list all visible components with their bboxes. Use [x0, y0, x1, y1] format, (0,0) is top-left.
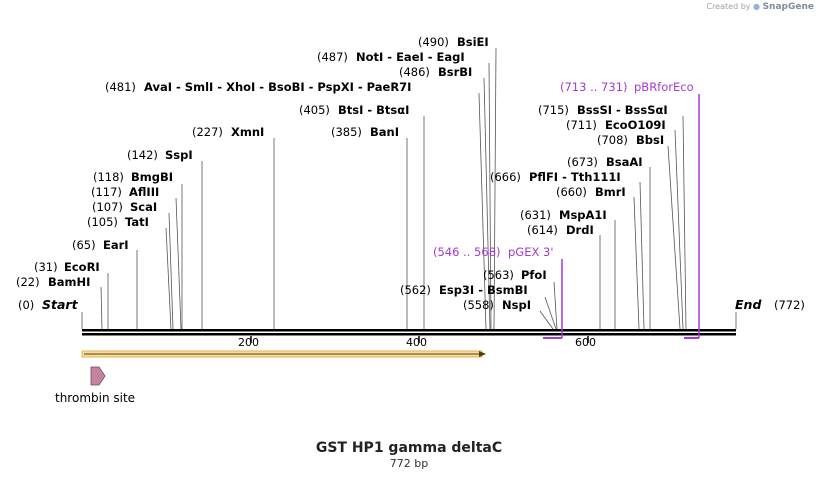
sequence-backbone — [82, 329, 736, 336]
site-line-avai — [478, 92, 487, 330]
enzyme-name-afliii[interactable]: AflIII — [129, 185, 159, 199]
enzyme-pos: (711) — [566, 118, 597, 132]
enzyme-pos: (22) — [16, 275, 40, 289]
enzyme-pos-end: (772) — [774, 298, 805, 312]
enzyme-name-bsiei[interactable]: BsiEI — [457, 35, 489, 49]
enzyme-name-noti[interactable]: NotI - EaeI - EagI — [356, 50, 465, 64]
enzyme-pos: (142) — [127, 148, 158, 162]
site-line-tati — [165, 227, 172, 330]
enzyme-pos-start: (0) — [18, 298, 34, 312]
site-line-ecoo109i — [674, 129, 684, 330]
enzyme-site-lines — [81, 47, 687, 330]
site-line-esp3i — [544, 296, 557, 330]
plasmid-name: GST HP1 gamma deltaC — [315, 440, 503, 456]
enzyme-pos: (117) — [91, 185, 122, 199]
enzyme-pos: (405) — [299, 103, 330, 117]
site-line-scai — [168, 212, 174, 330]
enzyme-name-bsaai[interactable]: BsaAI — [606, 155, 643, 169]
enzyme-name-pfoi[interactable]: PfoI — [521, 268, 547, 282]
site-line-bsrbi — [483, 77, 491, 330]
ruler-label-200: 200 — [238, 336, 259, 349]
enzyme-name-bsssi[interactable]: BssSI - BssSαI — [577, 103, 668, 117]
enzyme-name-ecori[interactable]: EcoRI — [64, 260, 100, 274]
enzyme-name-bmri[interactable]: BmrI — [595, 185, 626, 199]
feature-arrow-icon — [90, 366, 106, 386]
credit-brand: SnapGene — [762, 2, 814, 12]
enzyme-pos: (614) — [527, 223, 558, 237]
enzyme-name-pflfi[interactable]: PflFI - Tth111I — [529, 170, 621, 184]
enzyme-pos: (65) — [72, 238, 96, 252]
site-line-bamhi — [100, 286, 103, 330]
site-line-bsiei — [493, 47, 497, 330]
enzyme-pos: (562) — [400, 283, 431, 297]
enzyme-name-nspi[interactable]: NspI — [502, 298, 531, 312]
feature-thrombin-site[interactable] — [90, 366, 106, 386]
enzyme-name-eari[interactable]: EarI — [103, 238, 129, 252]
orf-arrow[interactable] — [81, 350, 486, 358]
enzyme-pos: (708) — [597, 133, 628, 147]
feature-label-thrombin-site[interactable]: thrombin site — [55, 391, 135, 405]
enzyme-name-xmni[interactable]: XmnI — [231, 125, 264, 139]
enzyme-name-ecoo109i[interactable]: EcoO109I — [605, 118, 666, 132]
enzyme-pos: (385) — [331, 125, 362, 139]
enzyme-name-bsrbi[interactable]: BsrBI — [438, 65, 472, 79]
enzyme-name-avai[interactable]: AvaI - SmlI - XhoI - BsoBI - PspXI - Pae… — [144, 80, 411, 94]
snapgene-credit: Created by ● SnapGene — [706, 2, 814, 12]
enzyme-name-scai[interactable]: ScaI — [130, 200, 157, 214]
enzyme-pos: (715) — [538, 103, 569, 117]
enzyme-pos: (486) — [399, 65, 430, 79]
snapgene-logo-icon: ● — [753, 2, 761, 11]
primer-range: (713 .. 731) — [560, 80, 628, 94]
enzyme-name-sspi[interactable]: SspI — [165, 148, 193, 162]
enzyme-pos: (107) — [92, 200, 123, 214]
end-label: End — [735, 297, 762, 312]
enzyme-name-bamhi[interactable]: BamHI — [48, 275, 90, 289]
ruler: 200 400 600 — [238, 336, 596, 349]
enzyme-pos: (558) — [463, 298, 494, 312]
primer-pgex3[interactable] — [543, 259, 563, 339]
enzyme-pos: (563) — [483, 268, 514, 282]
enzyme-pos: (673) — [567, 155, 598, 169]
enzyme-pos: (481) — [105, 80, 136, 94]
site-line-pfoi — [553, 281, 558, 330]
enzyme-pos: (666) — [490, 170, 521, 184]
enzyme-pos: (660) — [556, 185, 587, 199]
primer-range: (546 .. 568) — [433, 245, 501, 259]
site-line-noti — [488, 62, 492, 330]
enzyme-pos: (631) — [520, 208, 551, 222]
site-line-nspi — [539, 310, 554, 330]
primer-pbrforeco[interactable] — [684, 94, 700, 339]
enzyme-name-esp3i[interactable]: Esp3I - BsmBI — [439, 283, 528, 297]
enzyme-name-bbsi[interactable]: BbsI — [636, 133, 664, 147]
orf-arrowhead-icon — [479, 351, 486, 357]
enzyme-name-mspa1i[interactable]: MspA1I — [559, 208, 607, 222]
enzyme-name-drdi[interactable]: DrdI — [566, 223, 594, 237]
primer-name-pgex3[interactable]: pGEX 3' — [508, 245, 554, 259]
enzyme-pos: (490) — [418, 35, 449, 49]
site-line-afliii — [175, 197, 182, 330]
primer-name-pbrforeco[interactable]: pBRforEco — [634, 80, 694, 94]
site-line-bmri — [633, 196, 640, 330]
credit-prefix: Created by — [706, 2, 751, 11]
enzyme-name-bani[interactable]: BanI — [370, 125, 399, 139]
start-label: Start — [42, 297, 79, 312]
plasmid-length: 772 bp — [389, 457, 429, 470]
enzyme-pos: (105) — [87, 215, 118, 229]
enzyme-pos: (227) — [192, 125, 223, 139]
enzyme-name-bmgbi[interactable]: BmgBI — [131, 170, 173, 184]
enzyme-pos: (487) — [317, 50, 348, 64]
site-line-bsssi — [682, 115, 687, 330]
ruler-label-400: 400 — [406, 336, 427, 349]
enzyme-pos: (31) — [34, 260, 58, 274]
enzyme-name-btsi[interactable]: BtsI - BtsαI — [338, 103, 409, 117]
site-line-pflfi — [639, 181, 645, 330]
ruler-label-600: 600 — [575, 336, 596, 349]
enzyme-pos: (118) — [93, 170, 124, 184]
enzyme-name-tati[interactable]: TatI — [125, 215, 149, 229]
site-line-bbsi — [667, 145, 681, 330]
